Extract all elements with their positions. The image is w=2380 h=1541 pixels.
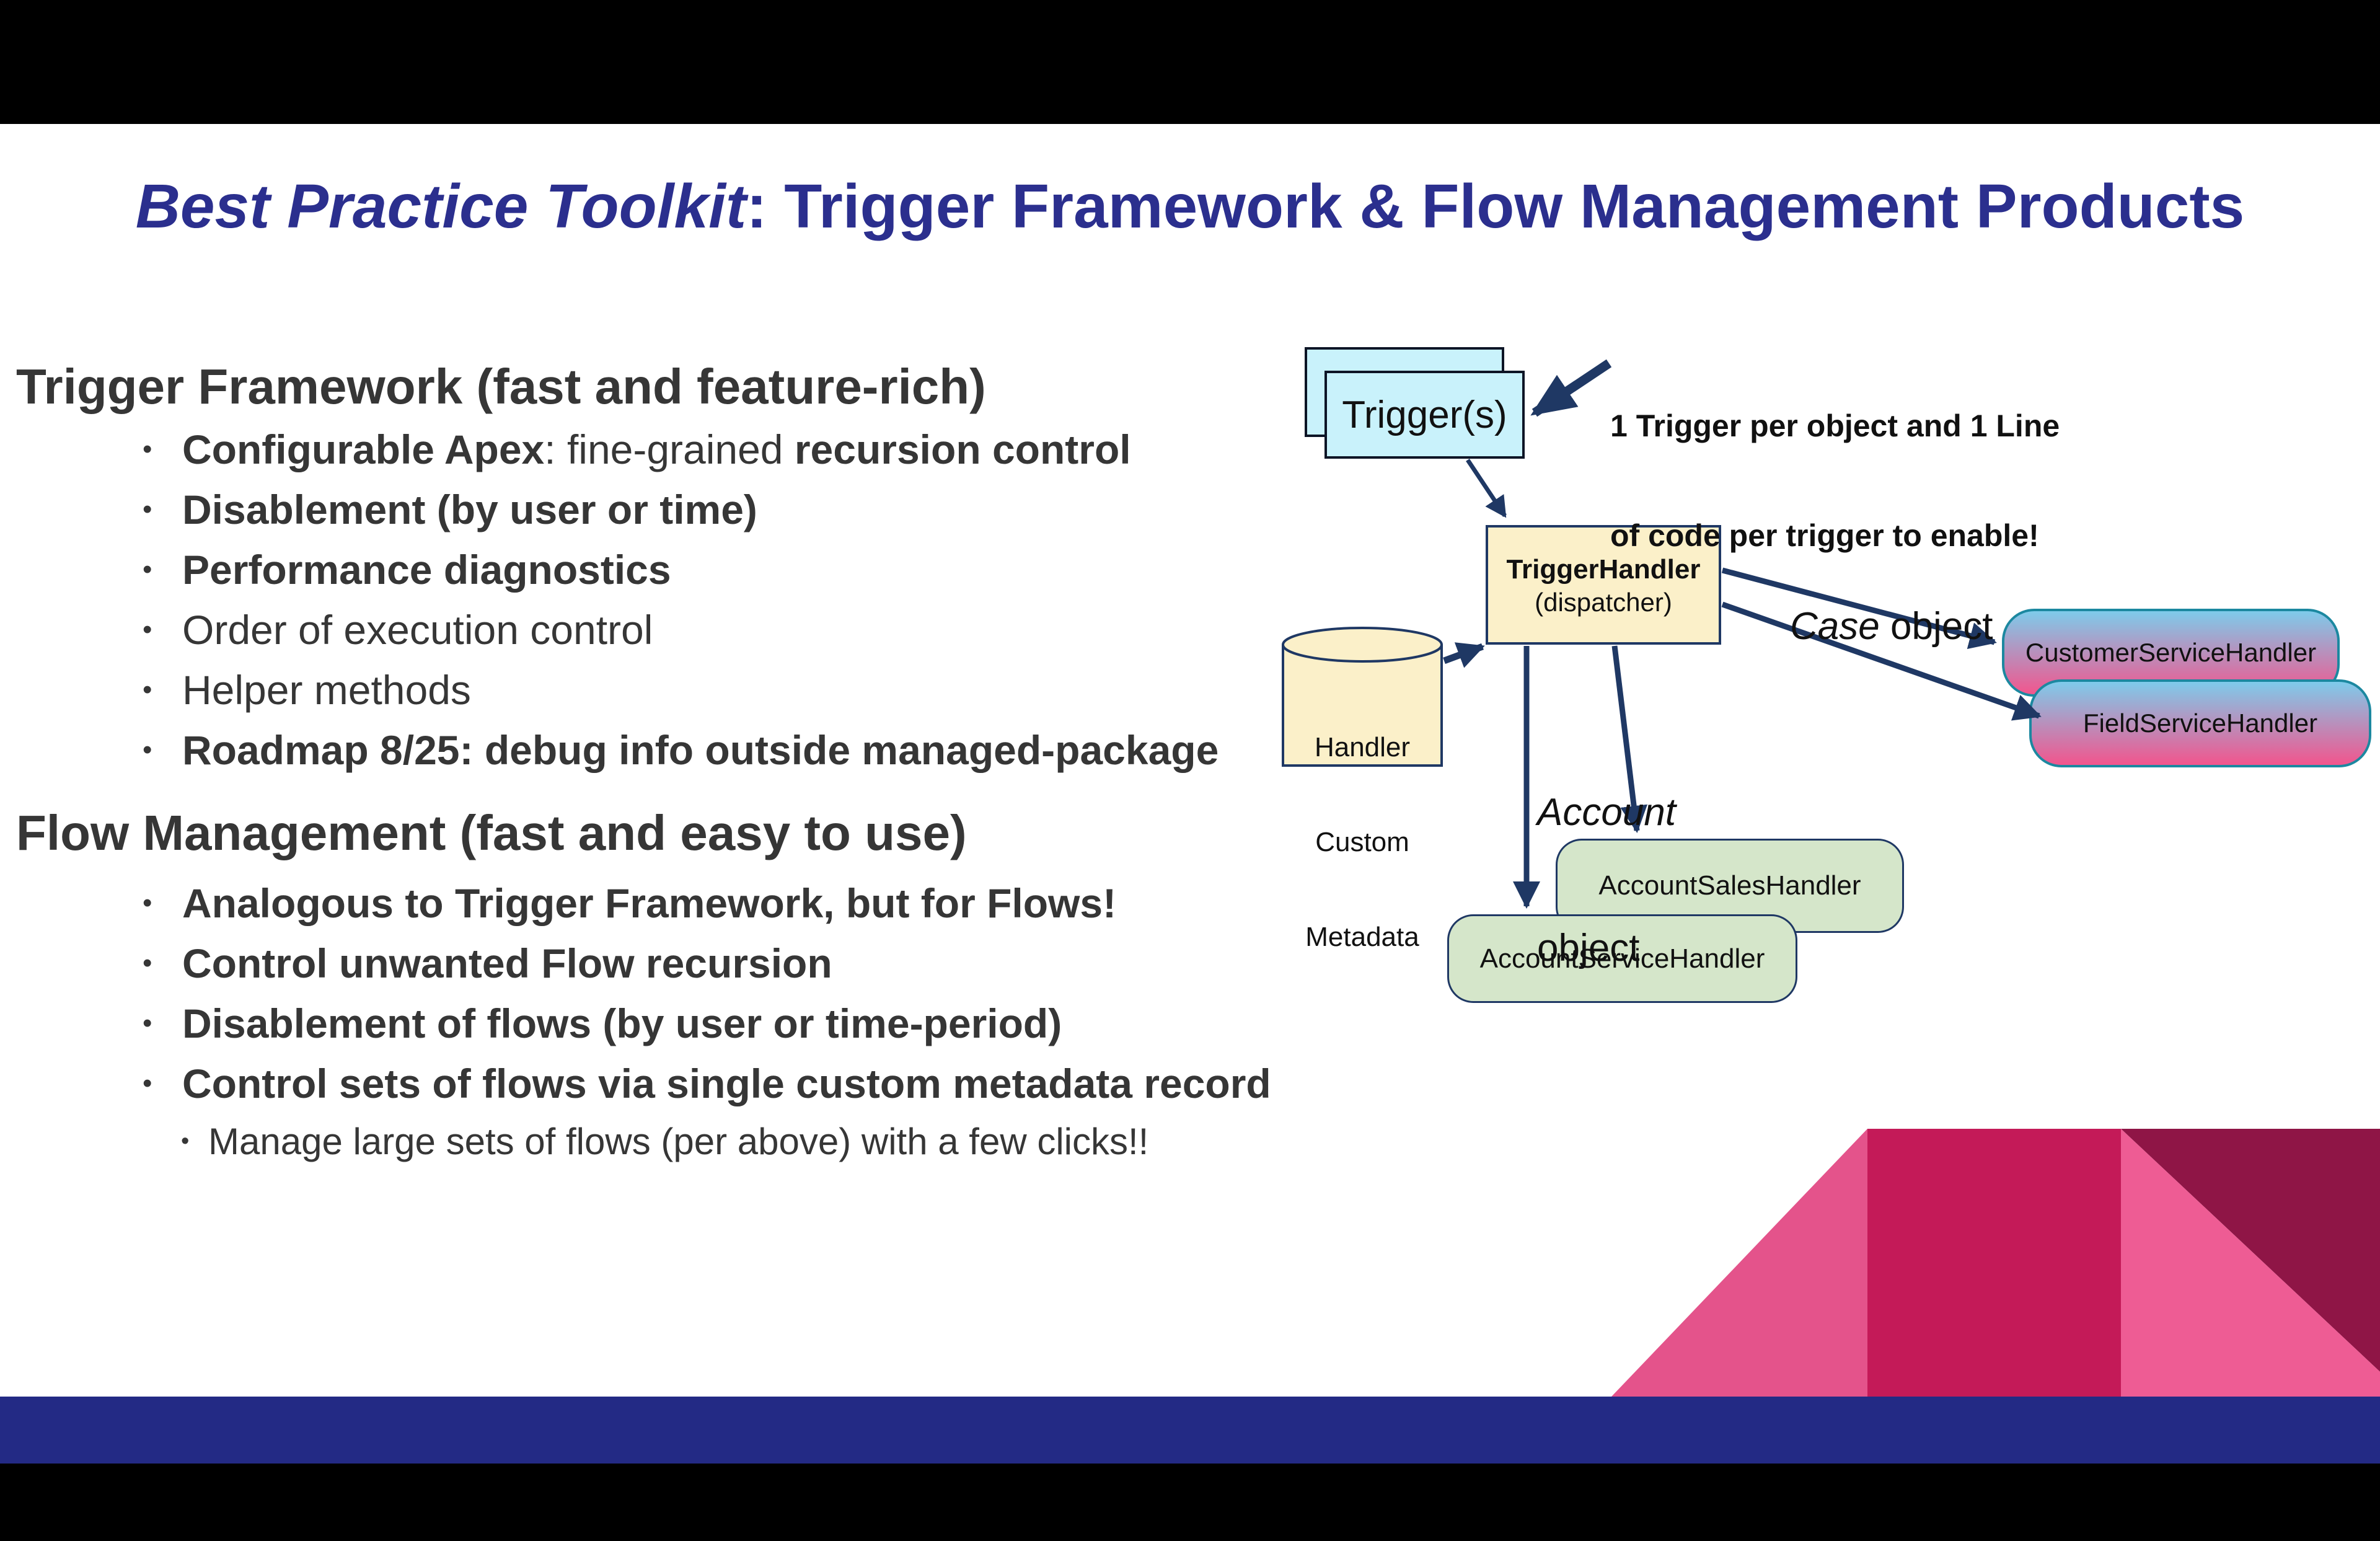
case-object-label-italic: Case [1790,605,1880,648]
bullet-text-bold: Control unwanted Flow recursion [182,940,832,986]
bullet-text-regular: Manage large sets of flows (per above) w… [208,1120,1149,1162]
mountain-left-slope-shape [1611,1129,1867,1397]
arrow-annotation-to-triggers [1530,359,1612,417]
bullet-text-bold: Control sets of flows via single custom … [182,1060,1271,1106]
bullet-text: Configurable Apex: fine-grained recursio… [182,426,1131,473]
footer-bar [0,1397,2380,1464]
bullet-dot: • [143,734,152,765]
annotation-line-1: 1 Trigger per object and 1 Line [1610,408,2060,443]
bullet-item: • Disablement (by user or time) [143,479,1219,539]
bullet-dot: • [143,433,152,464]
bullet-dot: • [143,1067,152,1098]
bullet-dot: • [143,947,152,978]
account-service-handler-box: AccountServiceHandler [1447,914,1797,1003]
bullet-item: • Order of execution control [143,599,1219,660]
bullet-text: Helper methods [182,666,471,713]
cylinder-line-1: Handler [1314,732,1411,762]
metadata-cylinder-top [1282,627,1443,663]
bullet-text: Analogous to Trigger Framework, but for … [182,880,1116,927]
bullet-item: • Analogous to Trigger Framework, but for… [143,873,1271,933]
bullet-text-bold: Analogous to Trigger Framework, but for … [182,880,1117,926]
bullet-text-bold: recursion control [794,426,1131,472]
trigger-handler-box: TriggerHandler (dispatcher) [1486,525,1721,645]
bullet-text: Disablement of flows (by user or time-pe… [182,1000,1062,1047]
bullet-text-bold: Disablement (by user or time) [182,486,757,532]
section-heading-trigger-framework: Trigger Framework (fast and feature-rich… [16,359,986,414]
bullet-dot: • [143,674,152,705]
cylinder-line-3: Metadata [1305,922,1419,952]
account-object-label: Account object [1537,699,1676,1061]
bullet-text: Control sets of flows via single custom … [182,1060,1271,1107]
bullet-item: • Helper methods [143,660,1219,720]
bullet-text-regular: : fine-grained [544,426,795,472]
arrow-metadata-to-handler [1443,642,1485,668]
bullet-text-regular: Order of execution control [182,606,653,653]
account-sales-handler-label: AccountSalesHandler [1598,870,1861,901]
slide-title: Best Practice Toolkit: Trigger Framework… [0,171,2380,242]
account-object-label-italic: Account [1537,791,1677,834]
arrow-triggers-to-handler [1466,459,1507,518]
account-service-handler-label: AccountServiceHandler [1479,943,1765,974]
bullet-dot: • [143,1007,152,1038]
bullet-dot: • [143,554,152,585]
field-service-handler-label: FieldServiceHandler [2082,709,2318,738]
mountain-right-slope-shape [2121,1129,2380,1397]
trigger-handler-subtitle: (dispatcher) [1535,587,1672,617]
arrow-case-to-field-handler [1721,601,2042,721]
bullet-list-flow-management: • Analogous to Trigger Framework, but for… [143,873,1271,1169]
title-emphasis: Best Practice Toolkit [135,172,747,241]
bullet-text: Order of execution control [182,606,653,653]
bullet-text-bold: Disablement of flows (by user or time-pe… [182,1000,1062,1046]
trigger-handler-title: TriggerHandler [1506,554,1701,585]
mountain-center-band-shape [1867,1129,2121,1397]
trigger-box-label: Trigger(s) [1342,393,1507,436]
bullet-list-trigger-framework: • Configurable Apex: fine-grained recursi… [143,419,1219,780]
trigger-box: Trigger(s) [1324,371,1525,459]
account-object-label-rest: object [1537,927,1640,969]
bullet-text-bold: Roadmap 8/25: debug info outside managed… [182,726,1219,773]
annotation-text: 1 Trigger per object and 1 Line of code … [1610,335,2060,627]
title-rest: : Trigger Framework & Flow Management Pr… [746,172,2245,241]
bullet-dot: • [143,614,152,645]
bullet-text: Disablement (by user or time) [182,486,757,533]
bullet-item: • Configurable Apex: fine-grained recursi… [143,419,1219,479]
annotation-line-2: of code per trigger to enable! [1610,518,2039,553]
bullet-dot: • [143,493,152,524]
customer-service-handler-label: CustomerServiceHandler [2025,638,2317,667]
metadata-cylinder-body [1282,645,1443,767]
bullet-text: Performance diagnostics [182,546,671,593]
handler-custom-metadata-label: Handler Custom Metadata [1282,668,1443,1016]
bullet-item: • Roadmap 8/25: debug info outside manage… [143,720,1219,780]
bullet-text-regular: Helper methods [182,666,471,713]
bullet-dot: • [143,887,152,918]
bullet-dot: • [181,1128,190,1154]
field-service-handler-box: FieldServiceHandler [2029,679,2371,767]
cylinder-line-2: Custom [1315,827,1409,857]
slide-background: Best Practice Toolkit: Trigger Framework… [0,124,2380,1397]
section-heading-flow-management: Flow Management (fast and easy to use) [16,805,967,860]
bullet-item: • Disablement of flows (by user or time-p… [143,993,1271,1053]
bullet-item: • Performance diagnostics [143,539,1219,599]
bullet-text: Roadmap 8/25: debug info outside managed… [182,726,1219,774]
bullet-text-bold: Configurable Apex [182,426,545,472]
case-object-label: Case object [1790,604,1993,648]
case-object-label-rest: object [1879,605,1993,648]
bullet-text: Control unwanted Flow recursion [182,940,832,987]
bullet-item: • Manage large sets of flows (per above) … [181,1113,1271,1169]
bullet-text-bold: Performance diagnostics [182,546,671,593]
bullet-item: • Control unwanted Flow recursion [143,933,1271,993]
bullet-item: • Control sets of flows via single custom… [143,1053,1271,1113]
bullet-text: Manage large sets of flows (per above) w… [208,1120,1148,1163]
arrow-account-to-sales-handler [1611,645,1648,833]
arrow-case-to-customer-handler [1721,567,1997,650]
